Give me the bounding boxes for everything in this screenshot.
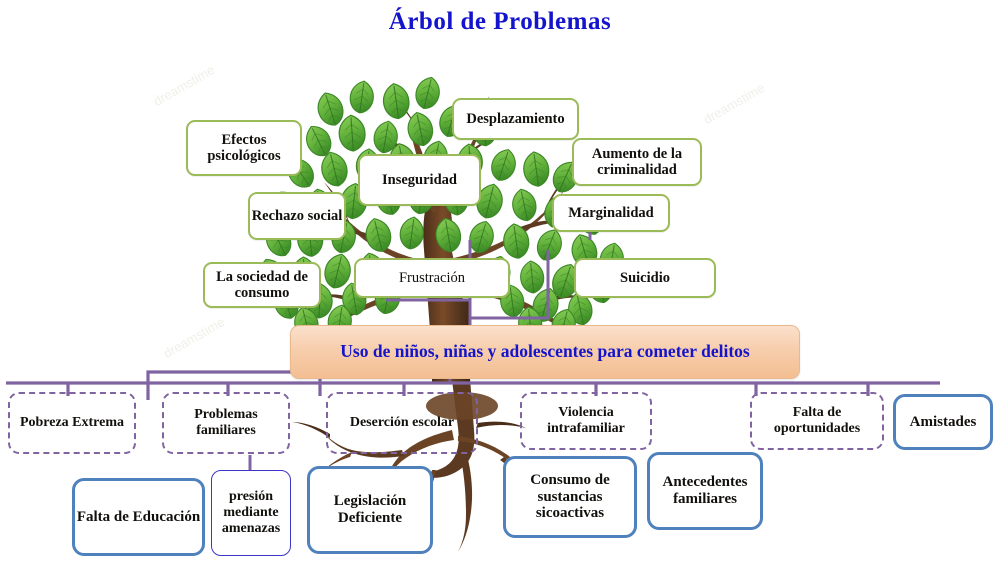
- effect-box-marginalidad[interactable]: Marginalidad: [552, 194, 670, 232]
- effect-label: Desplazamiento: [466, 110, 565, 127]
- effect-box-desplazamiento[interactable]: Desplazamiento: [452, 98, 579, 140]
- cause-label: Legislación Deficiente: [333, 493, 407, 526]
- cause-label: Deserción escolar: [349, 415, 455, 431]
- effect-box-suicidio[interactable]: Suicidio: [574, 258, 716, 298]
- cause-label: Problemas familiares: [194, 407, 258, 438]
- cause-label: Falta de oportunidades: [773, 405, 861, 436]
- cause-label: Amistades: [909, 413, 977, 430]
- effect-label: Efectos psicológicos: [207, 131, 281, 164]
- cause-box-amistades[interactable]: Amistades: [893, 394, 993, 450]
- effect-label: Inseguridad: [382, 171, 457, 188]
- cause-label: Violencia intrafamiliar: [547, 405, 625, 436]
- effect-box-sociedad-de-consumo[interactable]: La sociedad de consumo: [203, 262, 321, 308]
- central-problem-banner[interactable]: Uso de niños, niñas y adolescentes para …: [290, 325, 800, 379]
- cause-label: Pobreza Extrema: [19, 415, 125, 431]
- cause-box-consumo-sustancias-sicoactivas[interactable]: Consumo de sustancias sicoactivas: [503, 456, 637, 538]
- effect-box-frustracion[interactable]: Frustración: [354, 258, 510, 298]
- effect-label: Frustración: [398, 269, 466, 286]
- effect-label: Aumento de la criminalidad: [591, 145, 683, 178]
- cause-box-legislacion-deficiente[interactable]: Legislación Deficiente: [307, 466, 433, 554]
- cause-box-problemas-familiares[interactable]: Problemas familiares: [162, 392, 290, 454]
- effect-label: Suicidio: [620, 269, 670, 286]
- cause-box-antecedentes-familiares[interactable]: Antecedentes familiares: [647, 452, 763, 530]
- cause-label: Falta de Educación: [76, 508, 201, 525]
- central-problem-label: Uso de niños, niñas y adolescentes para …: [340, 341, 750, 362]
- cause-box-violencia-intrafamiliar[interactable]: Violencia intrafamiliar: [520, 392, 652, 450]
- cause-label: Consumo de sustancias sicoactivas: [530, 471, 610, 522]
- effect-box-efectos-psicologicos[interactable]: Efectos psicológicos: [186, 120, 302, 176]
- effect-label: Rechazo social: [251, 207, 343, 224]
- cause-box-presion-mediante-amenazas[interactable]: presión mediante amenazas: [211, 470, 291, 556]
- cause-box-falta-de-oportunidades[interactable]: Falta de oportunidades: [750, 392, 884, 450]
- effect-box-aumento-criminalidad[interactable]: Aumento de la criminalidad: [572, 138, 702, 186]
- effect-box-inseguridad[interactable]: Inseguridad: [358, 154, 481, 206]
- cause-label: Antecedentes familiares: [662, 474, 748, 507]
- effect-label: La sociedad de consumo: [216, 268, 308, 301]
- effect-label: Marginalidad: [568, 204, 654, 221]
- cause-box-falta-de-educacion[interactable]: Falta de Educación: [72, 478, 205, 556]
- effect-box-rechazo-social[interactable]: Rechazo social: [248, 192, 346, 240]
- cause-label: presión mediante amenazas: [221, 489, 281, 536]
- page-title: Árbol de Problemas: [388, 8, 612, 35]
- cause-box-desercion-escolar[interactable]: Deserción escolar: [326, 392, 478, 454]
- cause-box-pobreza-extrema[interactable]: Pobreza Extrema: [8, 392, 136, 454]
